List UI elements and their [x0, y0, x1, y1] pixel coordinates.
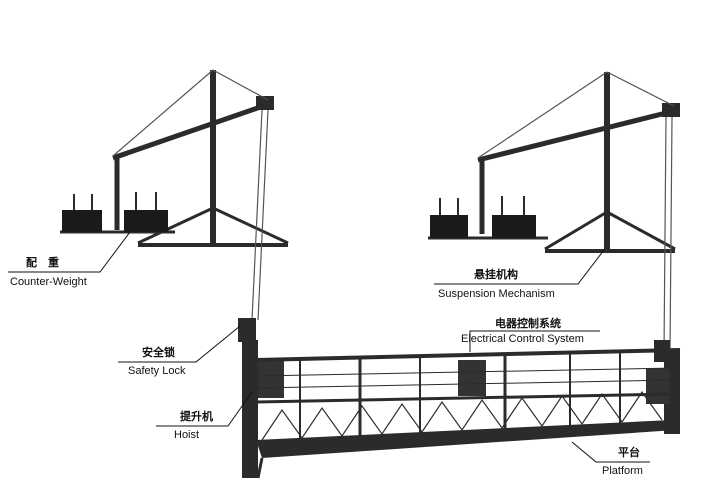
right-tripod-leg-a — [544, 210, 608, 251]
hoist-label-zh: 提升机 — [180, 410, 213, 423]
left-safety-lock — [238, 318, 256, 342]
leader-platform — [571, 441, 650, 463]
counter-weight-label-en: Counter-Weight — [10, 276, 87, 288]
right-wire-rope-a — [663, 116, 667, 353]
right-boom — [477, 107, 679, 163]
left-front-stay — [212, 69, 269, 101]
hoist-label-en: Hoist — [174, 429, 200, 441]
platform-top-rail — [255, 348, 681, 362]
counter-weight-block-b — [124, 210, 168, 232]
electrical-control-box — [458, 360, 486, 396]
wire-ropes — [251, 109, 673, 353]
left-boom-end — [256, 96, 274, 110]
leader-lines — [8, 231, 650, 463]
left-stirrup — [242, 340, 258, 478]
counter-weight-blocks — [62, 192, 168, 232]
platform-mid-rail — [255, 392, 677, 404]
suspension-label-zh: 悬挂机构 — [474, 268, 518, 281]
right-tripod-leg-b — [606, 210, 676, 251]
counter-weight-label-zh: 配 重 — [26, 256, 59, 269]
left-hoist — [258, 358, 284, 398]
platform-label-en: Platform — [602, 465, 643, 477]
right-front-stay — [606, 71, 675, 107]
right-suspension-mechanism — [428, 71, 680, 253]
left-boom — [112, 100, 273, 161]
platform-bracing — [261, 390, 663, 441]
left-tripod-leg-a — [137, 206, 214, 245]
safety-lock-label-zh: 安全锁 — [142, 346, 175, 359]
electrical-label-en: Electrical Control System — [461, 333, 584, 345]
left-tripod-leg-b — [212, 206, 289, 245]
left-wire-rope-b — [257, 109, 269, 321]
platform-label-zh: 平台 — [618, 446, 640, 459]
right-wire-rope-b — [669, 116, 673, 353]
leader-suspension — [434, 249, 605, 285]
safety-lock-label-en: Safety Lock — [128, 365, 186, 377]
left-wire-rope-a — [251, 109, 263, 321]
counter-weight-block-a — [62, 210, 102, 232]
electrical-label-zh: 电器控制系统 — [495, 317, 561, 330]
right-boom-end — [662, 103, 680, 117]
leader-safety-lock — [118, 325, 241, 363]
platform — [238, 318, 681, 479]
leader-counter-weight — [8, 231, 131, 273]
leader-hoist — [156, 391, 253, 427]
suspension-label-en: Suspension Mechanism — [438, 288, 555, 300]
platform-floor — [256, 420, 676, 458]
left-rear-stay — [112, 69, 214, 157]
right-weight-block-a — [430, 215, 468, 238]
right-hoist — [646, 368, 670, 404]
leader-electrical — [469, 330, 600, 352]
right-counter-weight-blocks — [430, 196, 536, 238]
right-weight-block-b — [492, 215, 536, 238]
right-rear-stay — [477, 71, 608, 159]
